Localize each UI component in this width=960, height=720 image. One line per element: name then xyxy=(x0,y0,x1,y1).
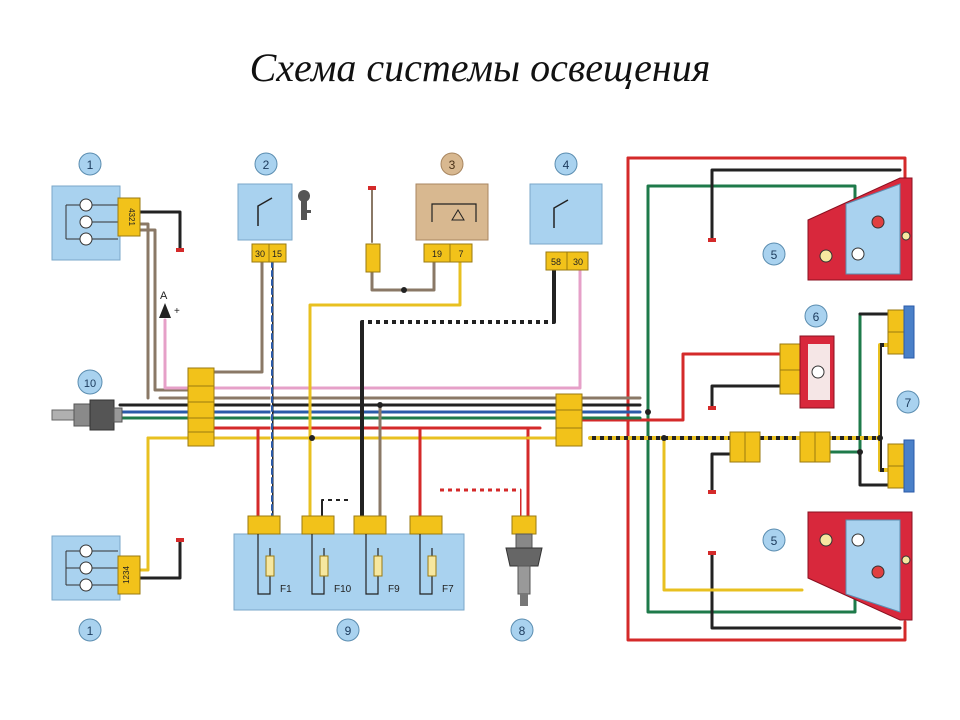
badge-9: 9 xyxy=(336,618,360,642)
fuse-label: F9 xyxy=(388,584,400,595)
svg-text:A: A xyxy=(160,290,168,302)
ground-arrow: A + xyxy=(159,290,180,318)
svg-text:5: 5 xyxy=(771,534,778,548)
connector-bundle-left xyxy=(187,367,215,447)
svg-text:7: 7 xyxy=(458,249,463,259)
badge-8: 8 xyxy=(510,618,534,642)
svg-text:30: 30 xyxy=(255,249,265,259)
relay-4: 58 30 xyxy=(529,183,603,271)
front-bottom-pins: 1234 xyxy=(122,566,131,584)
svg-text:2: 2 xyxy=(263,158,270,172)
wires xyxy=(118,156,907,642)
svg-text:+: + xyxy=(174,306,180,317)
svg-text:1: 1 xyxy=(87,624,94,638)
ground-markers xyxy=(176,186,716,555)
lamp-icon xyxy=(79,544,93,558)
lamp-icon xyxy=(811,365,825,379)
connector-side-1 xyxy=(729,431,761,463)
wire-green-bottom xyxy=(646,410,857,614)
lamp-icon xyxy=(79,215,93,229)
wire-ign-brown xyxy=(208,260,264,374)
lamp-icon xyxy=(871,215,885,229)
wire-black-rear-bottom xyxy=(710,553,902,630)
svg-text:7: 7 xyxy=(905,396,912,410)
lamp-icon xyxy=(819,249,833,263)
badge-5-bottom: 5 xyxy=(762,528,786,552)
wire-red-plate xyxy=(568,352,787,422)
svg-text:10: 10 xyxy=(84,378,96,390)
svg-text:19: 19 xyxy=(432,249,442,259)
wire-front-bottom-yellow xyxy=(138,436,150,572)
junction-dots xyxy=(309,287,883,455)
key-icon xyxy=(298,190,311,220)
badge-4: 4 xyxy=(554,152,578,176)
wire-front-top-brown xyxy=(138,222,150,400)
fuse-block: F1 F10 F9 F7 xyxy=(233,515,465,611)
wire-black-rear-top xyxy=(710,168,902,240)
rear-light-bottom xyxy=(807,511,913,621)
fuse-label: F10 xyxy=(334,584,352,595)
badge-1-bottom: 1 xyxy=(78,618,102,642)
relay-3: 19 7 xyxy=(365,183,489,273)
rear-light-top xyxy=(807,177,913,281)
connector-bundle-right xyxy=(555,393,583,447)
plate-light xyxy=(779,335,835,409)
svg-text:1: 1 xyxy=(87,158,94,172)
svg-text:15: 15 xyxy=(272,249,282,259)
svg-text:6: 6 xyxy=(813,310,820,324)
svg-text:30: 30 xyxy=(573,257,583,267)
lamp-icon xyxy=(79,198,93,212)
side-light-top xyxy=(887,305,915,359)
svg-text:8: 8 xyxy=(519,624,526,638)
front-top-pins: 4321 xyxy=(127,208,136,226)
lamp-icon xyxy=(901,231,911,241)
wire-front-top-black xyxy=(138,210,182,250)
lamp-icon xyxy=(79,561,93,575)
badge-10: 10 xyxy=(77,369,103,395)
svg-text:9: 9 xyxy=(345,624,352,638)
badge-7: 7 xyxy=(896,390,920,414)
ignition-switch: 30 15 xyxy=(237,183,311,263)
svg-text:58: 58 xyxy=(551,257,561,267)
wire-pink xyxy=(163,268,582,390)
svg-text:3: 3 xyxy=(449,158,456,172)
wire-yellow-rear xyxy=(588,436,804,592)
wire-fuse-jump xyxy=(321,499,351,519)
badge-2: 2 xyxy=(254,152,278,176)
lamp-icon xyxy=(851,247,865,261)
switch-8 xyxy=(505,515,543,606)
front-light-top: 4321 xyxy=(51,185,141,261)
fuse-label: F1 xyxy=(280,584,292,595)
side-light-bottom xyxy=(887,439,915,493)
badge-1-top: 1 xyxy=(78,152,102,176)
lamp-icon xyxy=(79,232,93,246)
front-light-bottom: 1234 xyxy=(51,535,141,601)
wire-black-side xyxy=(710,452,737,492)
wire-black-side3 xyxy=(858,450,892,487)
badge-5-top: 5 xyxy=(762,242,786,266)
lamp-icon xyxy=(819,533,833,547)
wire-black-plate xyxy=(710,384,787,408)
badge-3: 3 xyxy=(440,152,464,176)
svg-text:5: 5 xyxy=(771,248,778,262)
wire-relay3-yellow xyxy=(308,260,462,520)
wire-red-loop xyxy=(626,156,907,180)
fuse-label: F7 xyxy=(442,584,454,595)
wire-front-top-brown2 xyxy=(138,228,197,392)
connector-side-2 xyxy=(799,431,831,463)
wire-yb-side4 xyxy=(878,343,902,440)
wire-relay4-wb xyxy=(360,268,556,520)
badge-6: 6 xyxy=(804,304,828,328)
lamp-icon xyxy=(901,555,911,565)
wire-front-bottom-black xyxy=(138,540,182,580)
lamp-icon xyxy=(79,578,93,592)
svg-text:4: 4 xyxy=(563,158,570,172)
wire-fuse-rw xyxy=(436,488,522,520)
lamp-icon xyxy=(871,565,885,579)
page-title: Схема системы освещения xyxy=(249,45,711,90)
lamp-icon xyxy=(851,533,865,547)
sensor-10 xyxy=(51,399,123,431)
